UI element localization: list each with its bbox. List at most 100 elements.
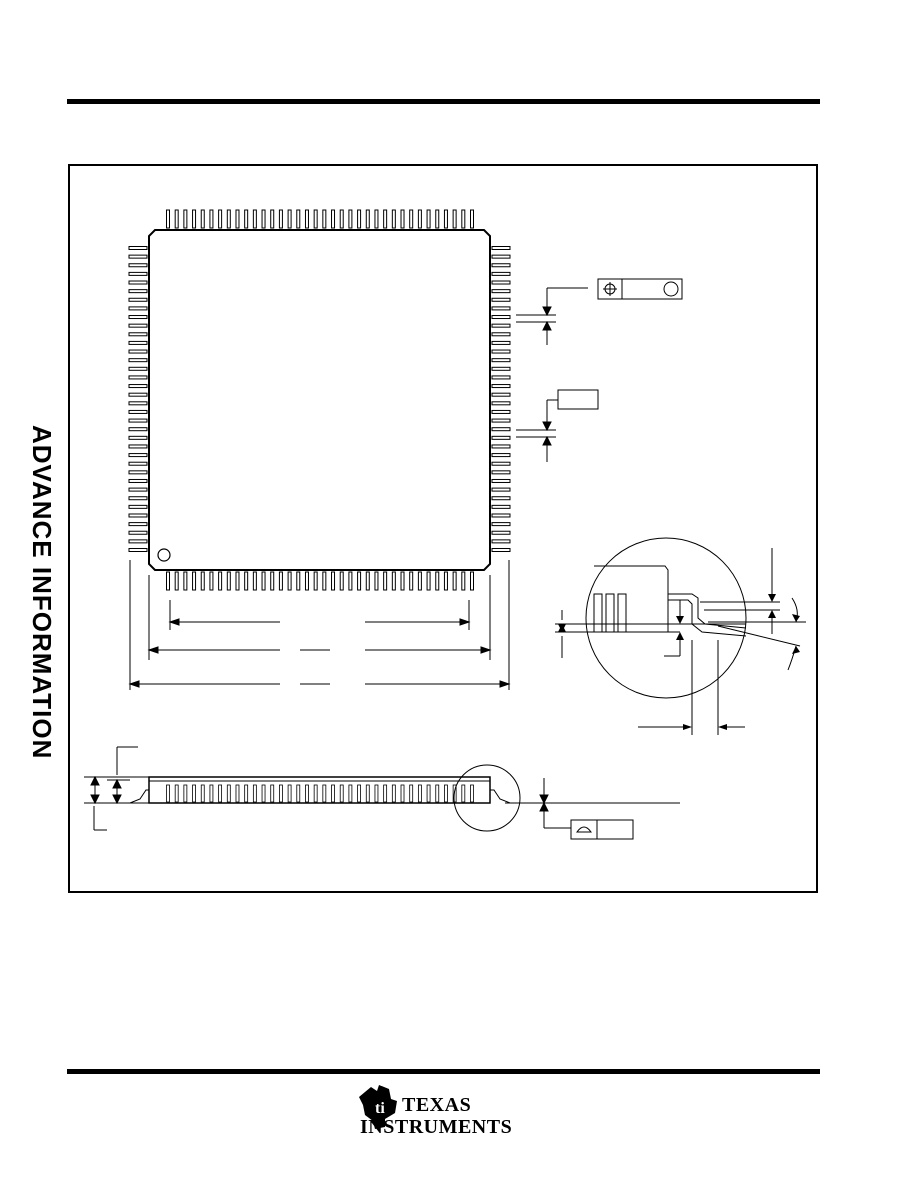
flatness-icon: [576, 826, 592, 833]
lead-pin: [183, 209, 188, 229]
lead-pin: [491, 254, 511, 259]
lead-pin: [491, 461, 511, 466]
lead-pin: [383, 209, 388, 229]
lead-pin: [348, 209, 353, 229]
lead-pin: [391, 784, 396, 803]
lead-pin: [270, 784, 275, 803]
lead-pin: [339, 784, 344, 803]
lead-pin: [166, 784, 170, 803]
lead-pin: [304, 209, 309, 229]
lead-pin: [339, 571, 344, 591]
lead-pin: [128, 263, 148, 268]
lead-pin: [200, 209, 205, 229]
lead-pin: [226, 209, 231, 229]
lead-pin: [491, 522, 511, 527]
lead-pin: [491, 315, 511, 320]
lead-pin: [166, 209, 170, 229]
lead-pin: [491, 513, 511, 518]
lead-pin: [435, 209, 440, 229]
position-tolerance-frame: [597, 278, 683, 300]
lead-pin: [452, 209, 457, 229]
lead-pin: [409, 571, 414, 591]
lead-pin: [357, 209, 362, 229]
lead-pin: [331, 784, 335, 803]
lead-pin: [183, 571, 188, 591]
mmc-circle-icon: [663, 281, 679, 297]
lead-pin: [331, 209, 336, 229]
lead-pin: [128, 453, 148, 458]
lead-pin: [365, 571, 370, 591]
lead-pin: [443, 209, 448, 229]
lead-pin: [252, 209, 257, 229]
lead-pin: [357, 571, 362, 591]
lead-pin: [128, 280, 148, 285]
lead-pin: [491, 504, 511, 509]
lead-pin: [491, 271, 511, 276]
lead-pin: [244, 571, 249, 591]
pins-left: [128, 246, 148, 552]
lead-pin: [287, 571, 292, 591]
lead-pin: [128, 340, 148, 345]
lead-pin: [491, 470, 511, 475]
lead-pin: [409, 209, 414, 229]
lead-pin: [128, 271, 148, 276]
lead-pin: [444, 784, 448, 803]
pins-right: [491, 246, 511, 552]
pins-top: [166, 209, 474, 229]
lead-pin: [128, 548, 148, 552]
lead-pin: [426, 209, 431, 229]
lead-pin: [128, 522, 148, 527]
lead-pin: [443, 571, 448, 591]
lead-pin: [174, 209, 179, 229]
lead-pin: [461, 209, 466, 229]
lead-pin: [209, 784, 214, 803]
lead-pin: [128, 358, 148, 363]
lead-pin: [296, 209, 301, 229]
lead-pin: [452, 571, 457, 591]
lead-pin: [218, 784, 223, 803]
lead-pin: [166, 571, 170, 591]
lead-pin: [491, 384, 511, 389]
lead-pin: [365, 784, 370, 803]
lead-pin: [296, 571, 301, 591]
lead-pin: [365, 209, 370, 229]
lead-pin: [278, 571, 283, 591]
pitch-dimension: [516, 287, 588, 345]
pins-side-view: [166, 784, 474, 803]
lead-pin: [491, 539, 511, 544]
lead-pin: [128, 444, 148, 449]
lead-pin: [128, 496, 148, 501]
lead-pin: [374, 784, 379, 803]
lead-pin: [491, 280, 511, 285]
lead-pin: [313, 784, 318, 803]
lead-pin: [128, 513, 148, 518]
lead-pin: [261, 209, 266, 229]
lead-pin: [183, 784, 188, 803]
lead-pin: [491, 358, 511, 363]
lead-pin: [491, 366, 511, 371]
lead-pin: [270, 209, 275, 229]
lead-pin: [491, 401, 511, 406]
lead-pin: [287, 784, 292, 803]
lead-pin: [491, 332, 511, 337]
package-side-view: [84, 746, 680, 832]
lead-pin: [261, 784, 266, 803]
lead-pin: [244, 209, 249, 229]
lead-pin: [491, 548, 511, 552]
lead-pin: [200, 571, 205, 591]
lead-pin: [128, 478, 148, 483]
lead-pin: [235, 571, 240, 591]
lead-width-dimension: [516, 389, 599, 462]
lead-pin: [209, 209, 214, 229]
lead-detail-view: [555, 537, 806, 735]
lead-pin: [491, 323, 511, 328]
lead-pin: [128, 254, 148, 259]
lead-pin: [491, 530, 511, 535]
lead-pin: [426, 571, 431, 591]
lead-pin: [491, 487, 511, 492]
lead-pin: [128, 487, 148, 492]
lead-pin: [244, 784, 249, 803]
lead-pin: [209, 571, 214, 591]
lead-pin: [128, 530, 148, 535]
